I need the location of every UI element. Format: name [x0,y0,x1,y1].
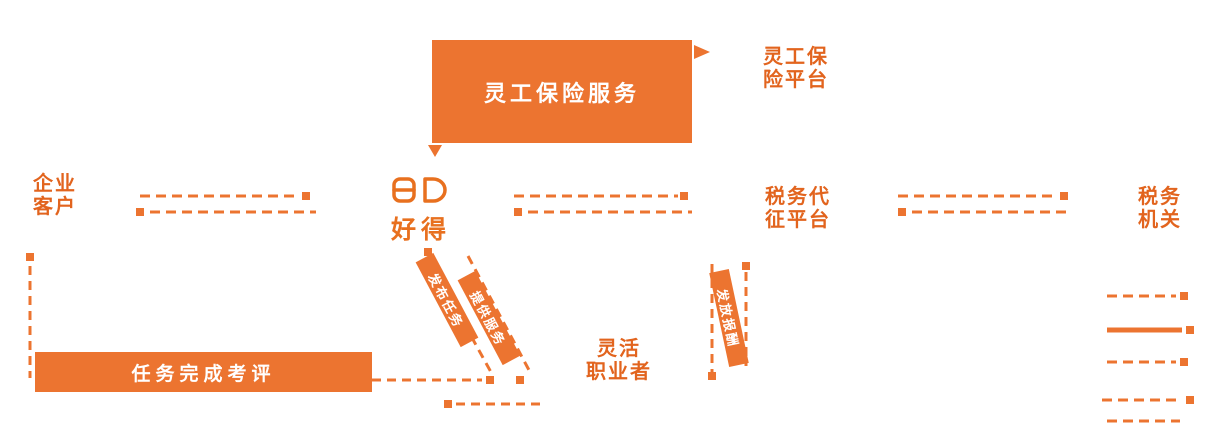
logo-glyph-icon [392,177,447,203]
evaluation-box: 任务完成考评 [35,352,372,392]
flow-strip-payout: 发放报酬 [709,268,749,368]
insurance-box: 灵工保险服务 [432,40,692,143]
tax-agency-label: 税务代 征平台 [765,186,831,231]
right-arrow-icon [694,45,710,59]
insurance-platform-label: 灵工保 险平台 [763,46,829,91]
tax-authority-label: 税务 机关 [1138,186,1182,231]
haode-logo: 好得 [384,176,458,246]
flex-worker-label: 灵活 职业者 [586,338,652,383]
logo-text: 好得 [390,216,451,244]
down-arrow-icon [428,145,442,157]
enterprise-label: 企业 客户 [33,173,77,218]
